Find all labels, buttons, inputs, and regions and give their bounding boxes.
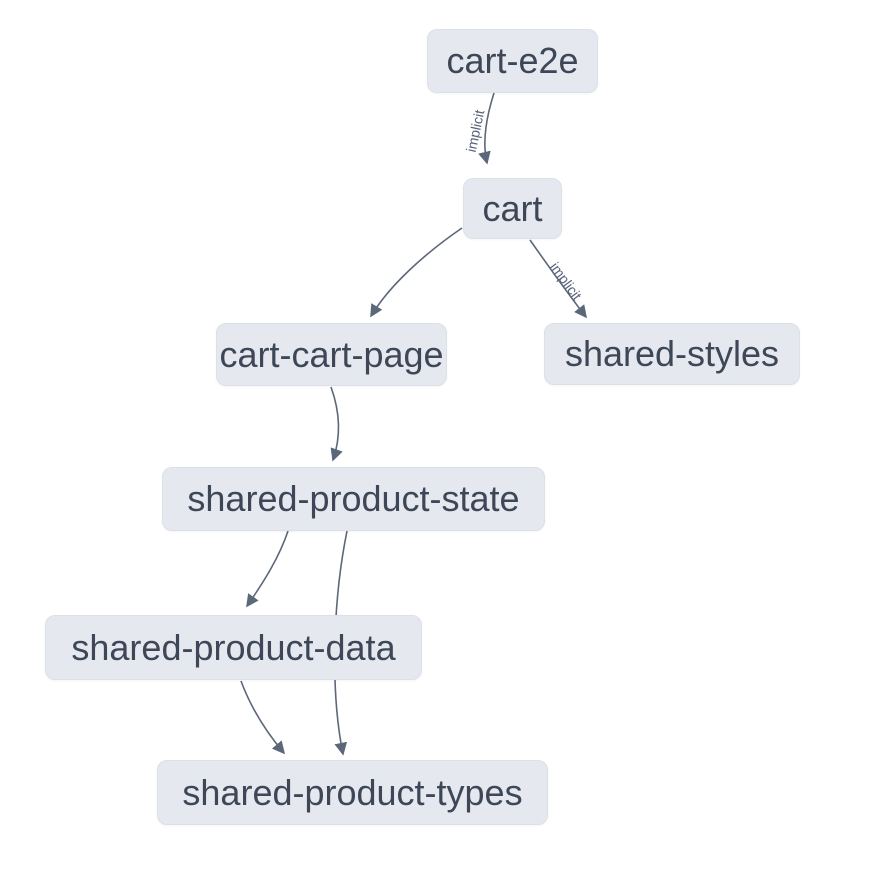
node-label-cart: cart — [482, 187, 543, 229]
edge-cart-cart-page-to-shared-product-state[interactable] — [330, 386, 343, 462]
node-label-shared-product-data: shared-product-data — [71, 626, 396, 668]
edge-cart-to-cart-cart-page[interactable] — [370, 227, 463, 318]
node-shared-product-data[interactable]: shared-product-data — [45, 615, 422, 680]
edge-cart-to-shared-styles[interactable] — [529, 239, 587, 319]
node-label-shared-styles: shared-styles — [564, 333, 780, 374]
node-label-cart-cart-page: cart-cart-page — [219, 333, 444, 375]
node-label-shared-product-types: shared-product-types — [182, 771, 523, 813]
node-label-shared-product-state: shared-product-state — [187, 478, 520, 519]
node-shared-product-types[interactable]: shared-product-types — [157, 760, 548, 825]
edge-shared-product-data-to-shared-product-types[interactable] — [240, 680, 286, 755]
edge-shared-product-state-to-shared-product-data[interactable] — [246, 530, 289, 608]
edge-label-cart-e2e-to-cart: implicit — [463, 108, 488, 153]
node-cart[interactable]: cart — [463, 178, 562, 239]
node-shared-styles[interactable]: shared-styles — [544, 323, 800, 385]
node-label-cart-e2e: cart-e2e — [446, 40, 579, 81]
edge-cart-e2e-to-cart[interactable] — [478, 92, 495, 165]
node-cart-e2e[interactable]: cart-e2e — [427, 29, 598, 93]
node-shared-product-state[interactable]: shared-product-state — [162, 467, 545, 531]
node-cart-cart-page[interactable]: cart-cart-page — [216, 323, 447, 386]
edge-label-cart-to-shared-styles: implicit — [547, 259, 585, 303]
